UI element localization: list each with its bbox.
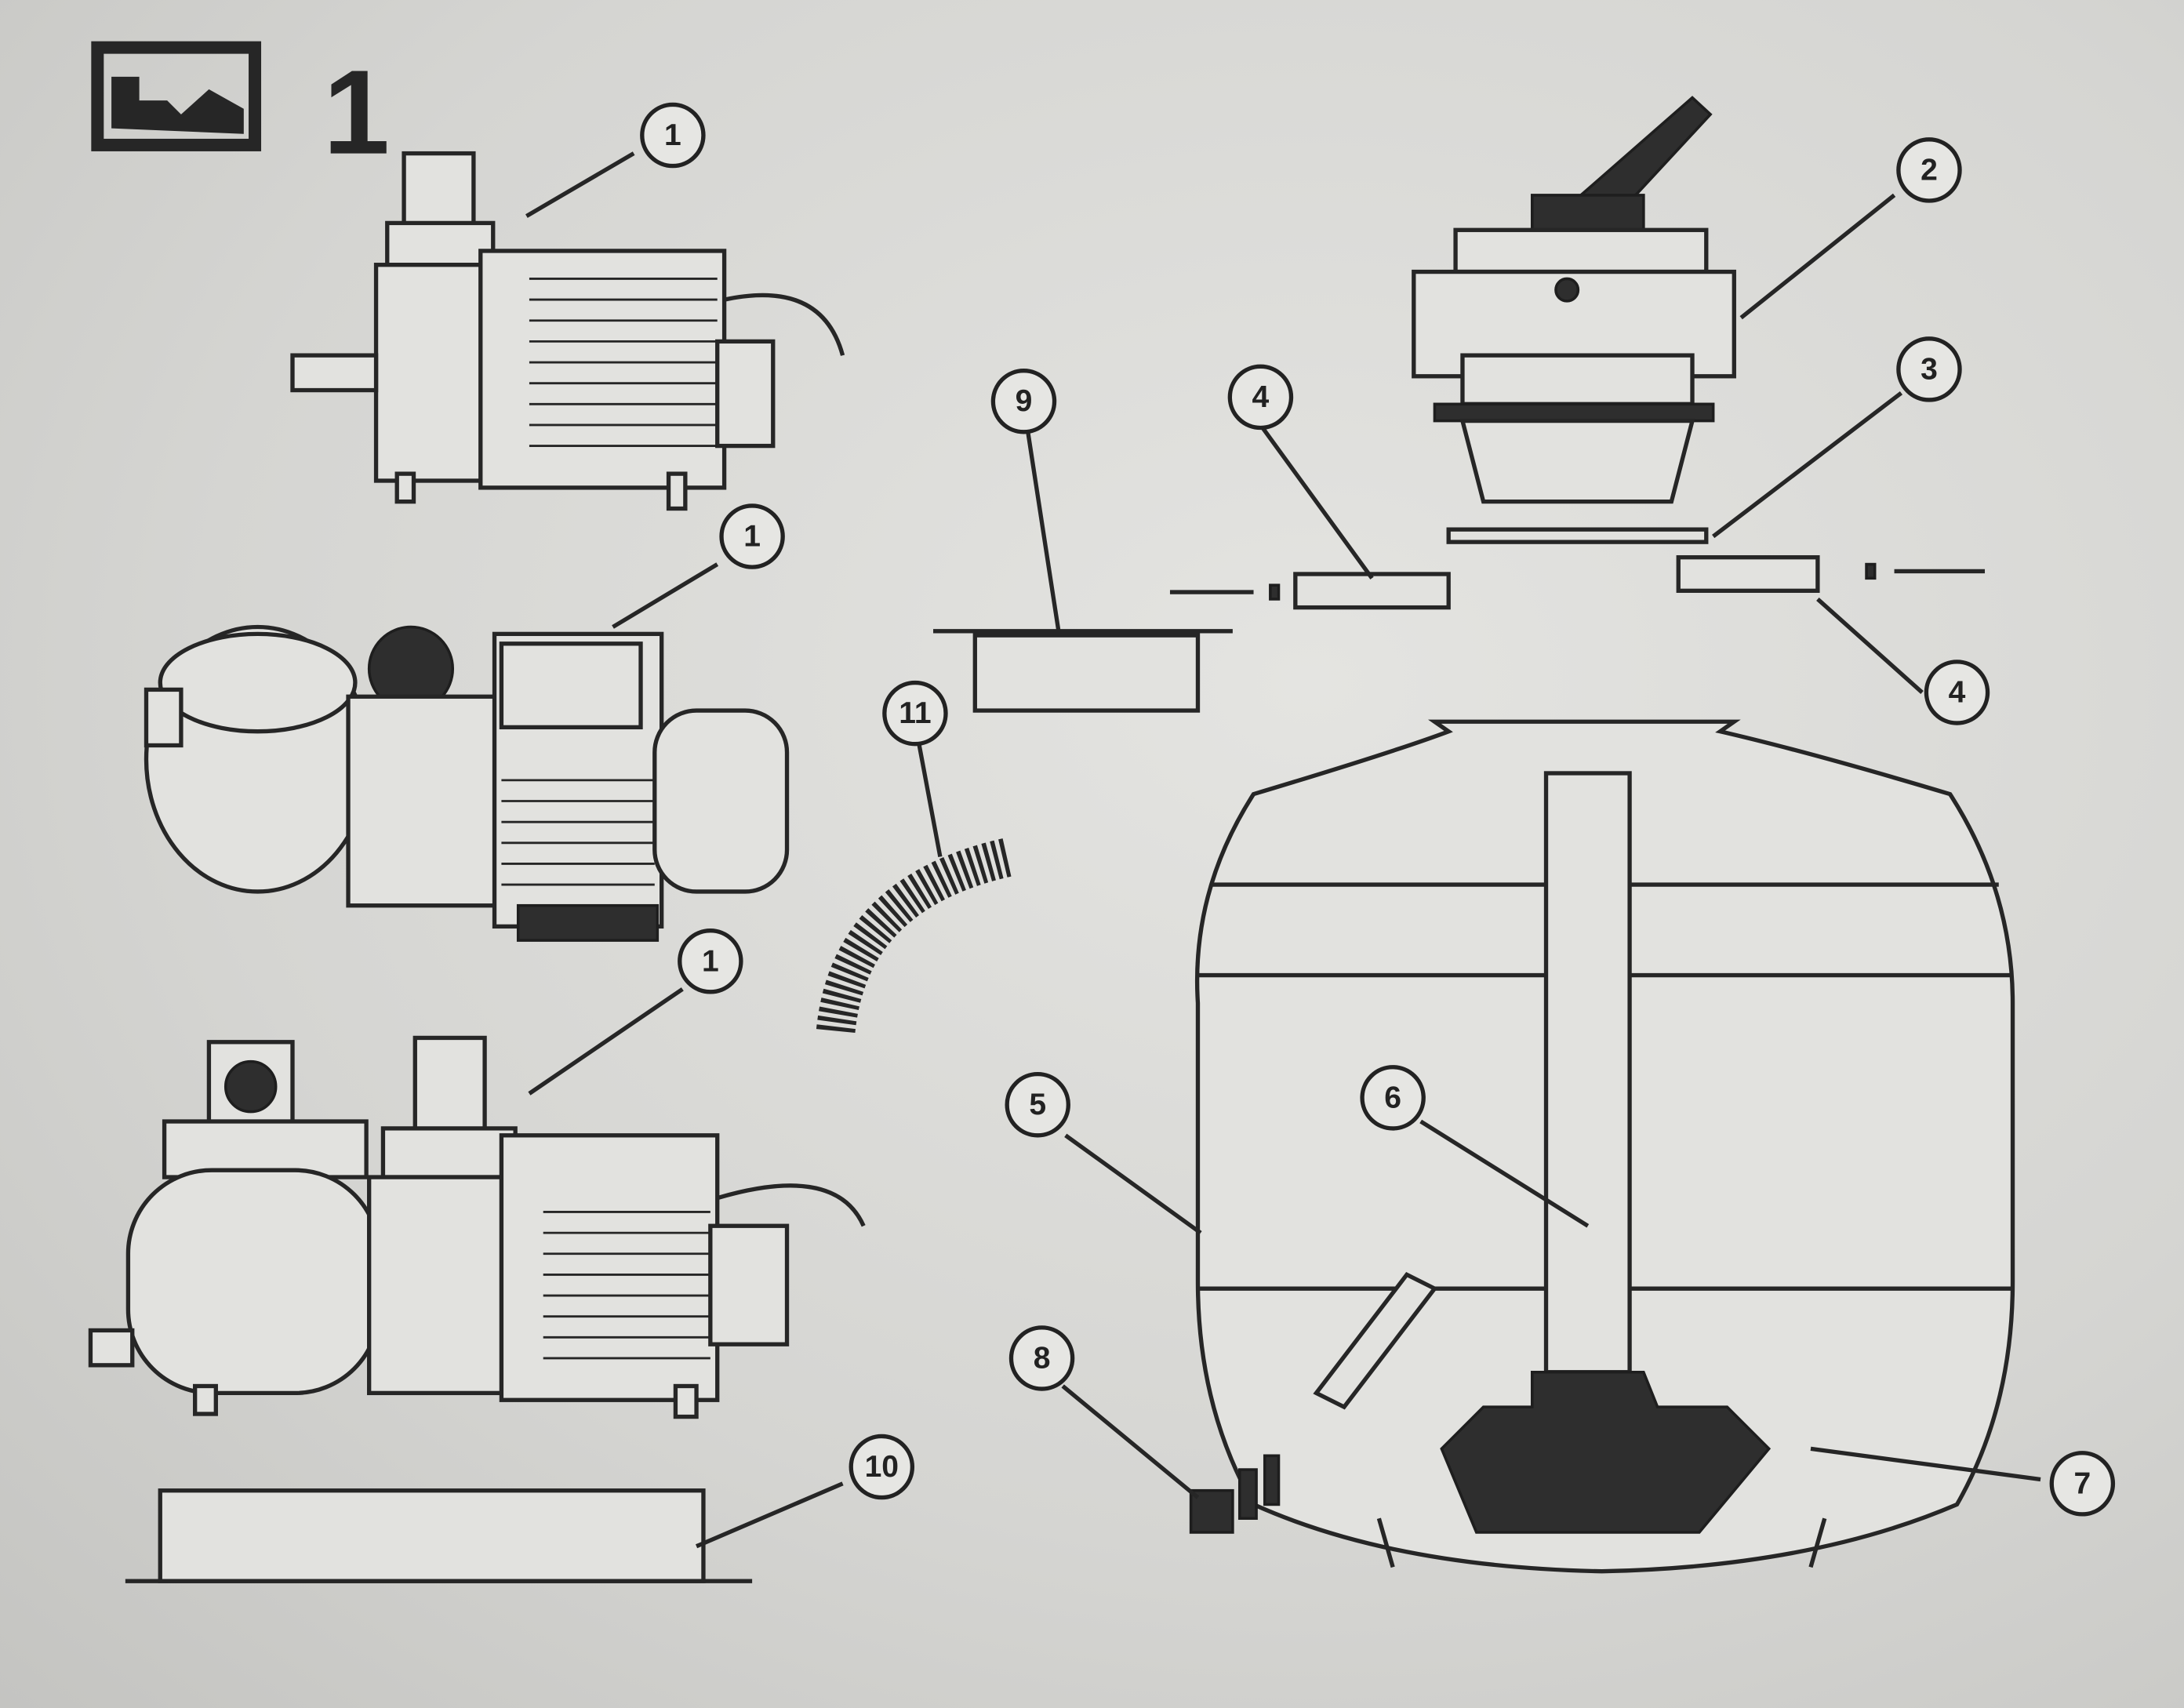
svg-text:9: 9 bbox=[1016, 384, 1033, 418]
svg-text:1: 1 bbox=[664, 118, 681, 152]
figure-number: 1 bbox=[323, 46, 390, 180]
svg-text:5: 5 bbox=[1029, 1088, 1046, 1121]
multiport-valve bbox=[1412, 96, 1736, 504]
svg-text:6: 6 bbox=[1384, 1081, 1401, 1114]
callout-11: 11 bbox=[882, 680, 948, 747]
callout-8: 8 bbox=[1008, 1325, 1075, 1391]
sand-filter-tank bbox=[1194, 719, 2015, 1574]
callout-9: 9 bbox=[990, 369, 1057, 434]
svg-text:1: 1 bbox=[702, 944, 719, 978]
connector-left bbox=[1169, 572, 1451, 610]
callout-10: 10 bbox=[849, 1434, 915, 1500]
callout-7: 7 bbox=[2049, 1451, 2116, 1517]
pump-bottom bbox=[88, 1035, 866, 1419]
callout-3: 3 bbox=[1896, 336, 1962, 402]
callout-5: 5 bbox=[1005, 1071, 1070, 1138]
svg-text:10: 10 bbox=[865, 1450, 899, 1484]
callout-4-left: 4 bbox=[1227, 364, 1294, 431]
connector-right bbox=[1676, 555, 1986, 593]
svg-text:8: 8 bbox=[1034, 1341, 1051, 1375]
tank-lid-9 bbox=[933, 629, 1233, 713]
svg-text:3: 3 bbox=[1921, 352, 1938, 386]
callout-1-bottom: 1 bbox=[678, 928, 743, 994]
svg-text:2: 2 bbox=[1921, 153, 1938, 187]
callout-1-middle: 1 bbox=[719, 503, 785, 569]
image-icon bbox=[91, 41, 262, 151]
drain-plug bbox=[1189, 1454, 1281, 1534]
svg-text:1: 1 bbox=[743, 520, 761, 554]
callout-2: 2 bbox=[1896, 137, 1962, 203]
callout-1-top: 1 bbox=[640, 102, 706, 169]
svg-text:11: 11 bbox=[899, 696, 931, 730]
callout-6: 6 bbox=[1360, 1065, 1426, 1131]
svg-text:4: 4 bbox=[1252, 380, 1270, 414]
leader-lines bbox=[525, 151, 2041, 1549]
valve-gasket bbox=[1446, 527, 1709, 544]
svg-text:4: 4 bbox=[1949, 675, 1966, 709]
callout-4-right: 4 bbox=[1924, 660, 1990, 725]
pump-base bbox=[125, 1488, 753, 1583]
pump-top bbox=[290, 151, 845, 511]
svg-text:7: 7 bbox=[2073, 1466, 2091, 1500]
pump-middle bbox=[144, 624, 790, 942]
hose bbox=[816, 838, 1015, 1034]
